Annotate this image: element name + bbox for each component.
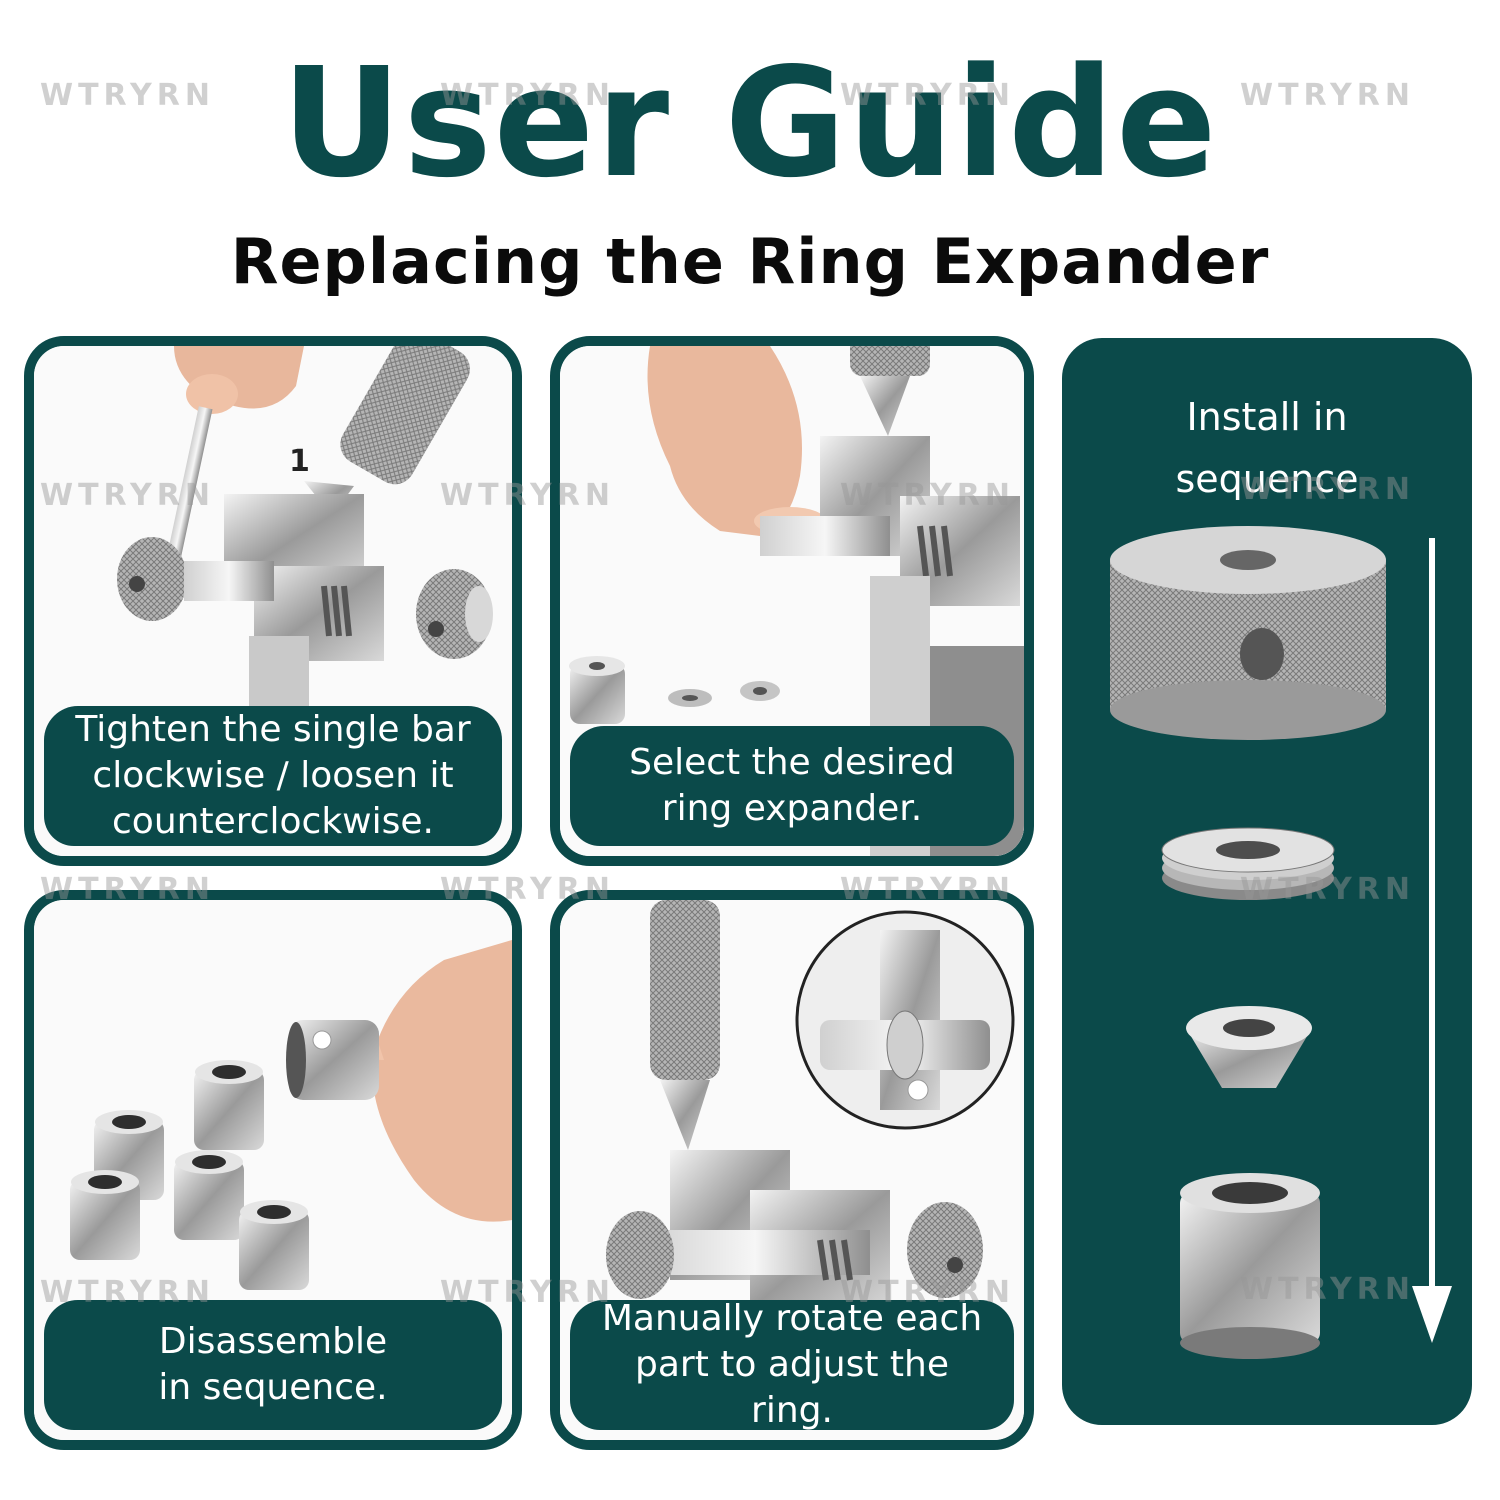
step-caption: Disassemble in sequence. [44,1300,502,1430]
install-sequence-title: Install in sequence [1175,395,1359,501]
page-title: User Guide [281,35,1219,211]
step-card-rotate: Manually rotate each part to adjust the … [550,890,1034,1450]
step-card-tighten: 1 Tighten the single bar clockwise / loo… [24,336,522,866]
step-card-disassemble: Disassemble in sequence. [24,890,522,1450]
step-caption: Manually rotate each part to adjust the … [570,1298,1014,1431]
page-subtitle: Replacing the Ring Expander [230,225,1270,298]
cone-bushing [1186,1006,1312,1088]
step-caption: Select the desired ring expander. [570,726,1014,846]
step-marker: 1 [289,444,310,479]
step-card-select: Select the desired ring expander. [550,336,1034,866]
step-caption: Tighten the single bar clockwise / loose… [44,706,502,846]
washer-stack [1161,827,1335,900]
knurled-knob [1110,526,1386,740]
install-sequence-panel: Install in sequence [1062,338,1472,1425]
install-parts-illustration [1110,526,1452,1359]
steel-sleeve [1180,1173,1320,1359]
down-arrow-icon [1412,538,1452,1343]
